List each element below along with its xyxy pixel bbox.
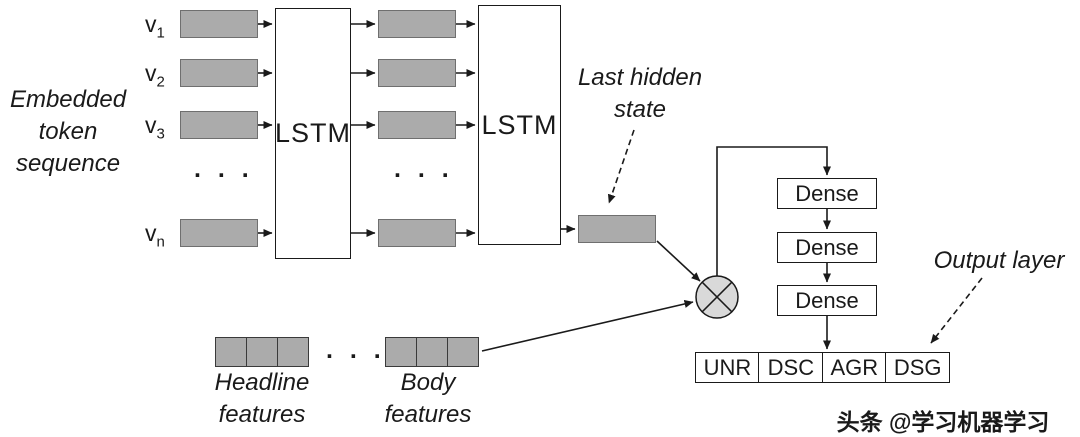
output-layer-label: Output layer xyxy=(918,245,1080,277)
token-label-v2: v2 xyxy=(145,60,165,91)
hidden-state-n xyxy=(378,219,456,247)
last-hidden-label-line1: Last hidden xyxy=(577,64,703,91)
lstm-1-box: LSTM xyxy=(275,8,351,259)
output-label-text: Output layer xyxy=(933,247,1065,274)
output-row: UNR DSC AGR DSG xyxy=(695,352,951,383)
ellipsis-features: . . . xyxy=(326,336,386,364)
last-hidden-state-box xyxy=(578,215,656,243)
headline-label-line1: Headline xyxy=(214,369,310,396)
headline-features-label: Headline features xyxy=(198,367,326,431)
token-embedding-2 xyxy=(180,59,258,87)
headline-feature-cell xyxy=(277,337,309,367)
headline-feature-cell xyxy=(246,337,278,367)
ellipsis-tokens: . . . xyxy=(194,155,254,183)
token-embedding-1 xyxy=(180,10,258,38)
arrow-combine-to-dense1 xyxy=(716,146,831,276)
hidden-state-2 xyxy=(378,59,456,87)
hidden-state-3 xyxy=(378,111,456,139)
body-label-line2: features xyxy=(384,401,472,428)
dense-layer-1: Dense xyxy=(777,178,877,209)
hidden-state-1 xyxy=(378,10,456,38)
token-embedding-3 xyxy=(180,111,258,139)
arrow-features-to-combine xyxy=(481,300,694,352)
last-hidden-state-label: Last hidden state xyxy=(565,62,715,126)
embedded-label-line3: sequence xyxy=(15,150,121,177)
body-feature-cell xyxy=(447,337,479,367)
dense-layer-2: Dense xyxy=(777,232,877,263)
output-cell-dsc: DSC xyxy=(758,352,824,383)
dense-layer-3: Dense xyxy=(777,285,877,316)
body-label-line1: Body xyxy=(400,369,456,396)
otimes-operator-icon xyxy=(695,275,739,319)
body-features-label: Body features xyxy=(368,367,488,431)
watermark-text: 头条 @学习机器学习 xyxy=(836,409,1050,435)
token-label-v3: v3 xyxy=(145,112,165,143)
embedded-label-line2: token xyxy=(38,118,98,145)
pointer-last-hidden-label xyxy=(607,129,635,204)
body-features-grid xyxy=(385,337,479,367)
headline-label-line2: features xyxy=(218,401,306,428)
lstm-2-box: LSTM xyxy=(478,5,561,245)
body-feature-cell xyxy=(385,337,417,367)
arrow-last-hidden-to-combine xyxy=(656,240,701,282)
ellipsis-hidden-states: . . . xyxy=(394,155,454,183)
body-feature-cell xyxy=(416,337,448,367)
headline-feature-cell xyxy=(215,337,247,367)
pointer-output-label xyxy=(930,277,983,344)
embedded-label-line1: Embedded xyxy=(9,86,127,113)
token-label-v1: v1 xyxy=(145,11,165,42)
output-cell-agr: AGR xyxy=(821,352,887,383)
last-hidden-label-line2: state xyxy=(613,96,667,123)
token-label-vn: vn xyxy=(145,220,165,251)
output-cell-dsg: DSG xyxy=(885,352,951,383)
headline-features-grid xyxy=(215,337,309,367)
output-cell-unr: UNR xyxy=(695,352,760,383)
token-embedding-n xyxy=(180,219,258,247)
embedded-token-sequence-label: Embedded token sequence xyxy=(0,84,136,180)
